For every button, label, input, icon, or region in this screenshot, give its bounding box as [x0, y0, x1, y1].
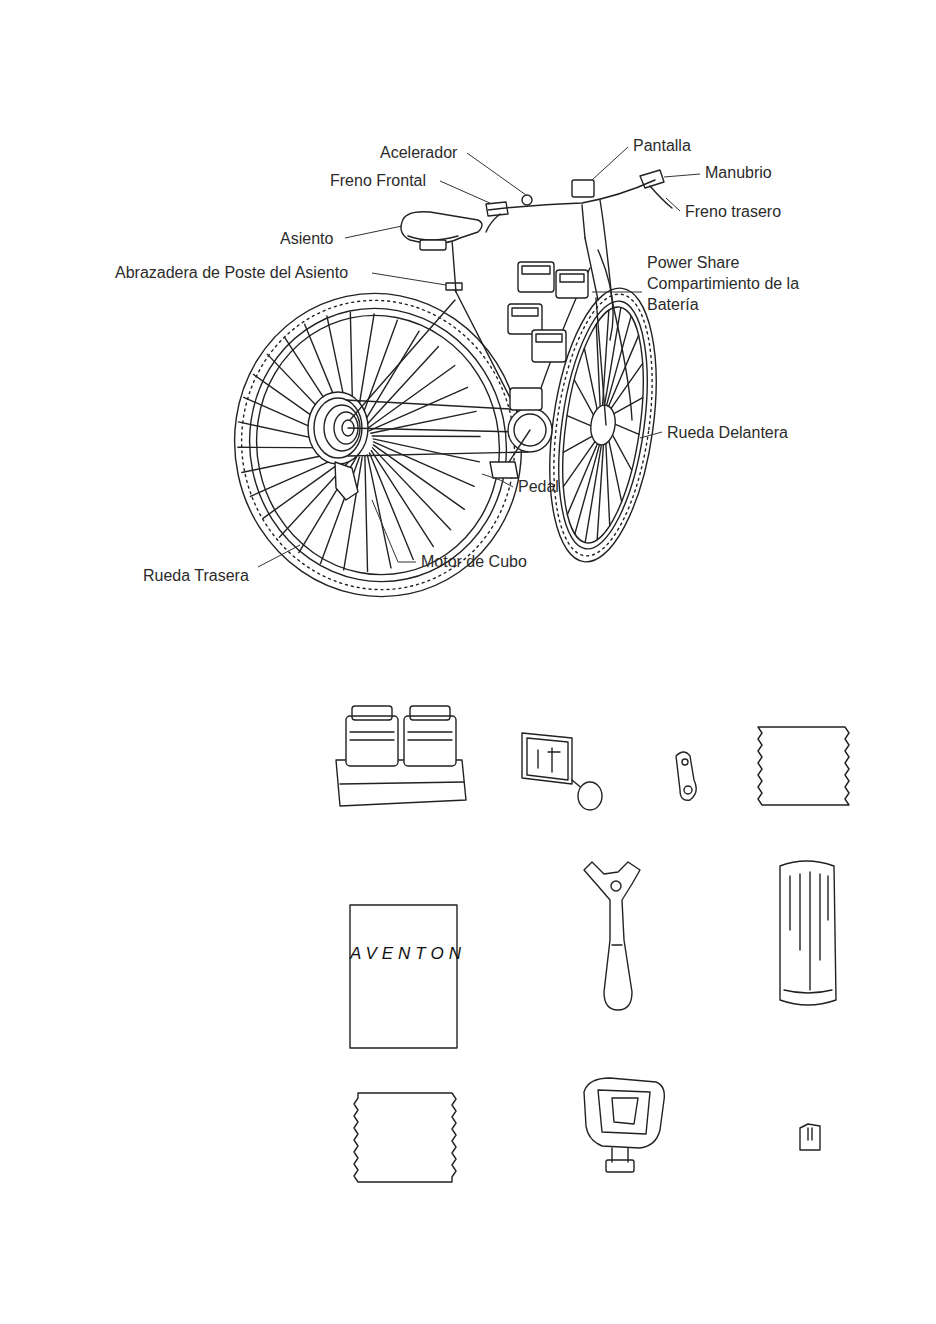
part-label: Pedal [518, 477, 559, 498]
multi-tool [780, 861, 836, 1005]
part-label: Rueda Delantera [667, 423, 788, 444]
drivetrain [346, 388, 552, 478]
batteries [508, 262, 588, 362]
part-label: Manubrio [705, 163, 772, 184]
part-label: Motor de Cubo [421, 552, 527, 573]
part-label: Asiento [280, 229, 333, 250]
display-unit [522, 733, 602, 810]
pedal [584, 1078, 664, 1172]
pedal-wrench [584, 862, 640, 1010]
part-label: Abrazadera de Poste del Asiento [115, 263, 348, 284]
spacer [800, 1124, 820, 1150]
part-label: Pantalla [633, 136, 691, 157]
leader-lines [258, 147, 700, 567]
part-label: Freno Frontal [330, 171, 426, 192]
key [676, 752, 696, 800]
seat [401, 212, 482, 250]
part-label: Rueda Trasera [143, 566, 249, 587]
handlebar [486, 170, 672, 420]
part-label: Power Share Compartimiento de la Batería [647, 253, 827, 315]
parts-bag [758, 727, 849, 805]
charger [336, 706, 466, 806]
hub-motor [308, 392, 368, 500]
hardware-bag [354, 1093, 456, 1182]
rear-wheel [207, 267, 550, 624]
brand-name: AVENTON [350, 943, 457, 965]
part-label: Freno trasero [685, 202, 781, 223]
front-wheel [534, 281, 671, 568]
manual [350, 905, 457, 1048]
frame [348, 205, 613, 432]
part-label: Acelerador [380, 143, 457, 164]
